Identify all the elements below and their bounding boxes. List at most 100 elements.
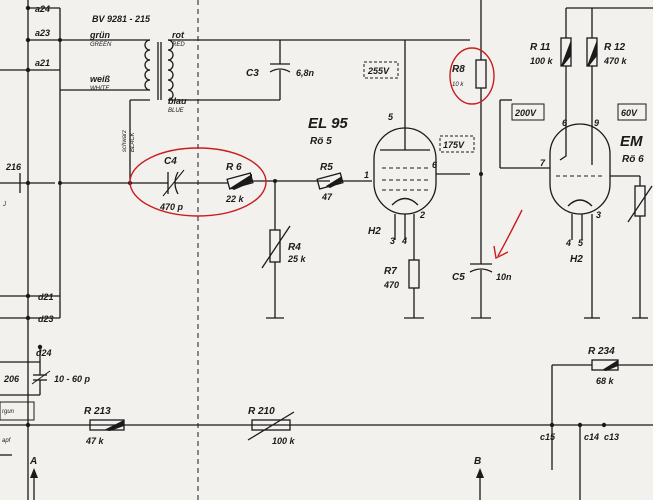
r4-ref: R4 [288,242,301,253]
edge-fragment-rgun: rgun [2,409,15,415]
r11-value: 100 k [530,56,554,66]
voltage-60v: 60V [621,108,638,118]
wire-white-de: weiß [90,74,111,84]
annotation-ellipse-c4-r6 [129,147,267,217]
point-a-label: A [29,456,37,467]
r7-ref: R7 [384,266,397,277]
r12-value: 470 k [603,56,628,66]
potentiometer-r210: R 210 100 k [247,406,296,446]
edge-fragment-apf: apf [2,438,12,444]
point-b-label: B [474,456,481,467]
terminal-c15: c15 [540,432,556,442]
el95-pin-1: 1 [364,170,369,180]
el95-heater: H2 [368,226,381,237]
terminal-a23: a23 [35,28,50,38]
transformer-title: BV 9281 - 215 [92,14,151,24]
terminal-c13: c13 [604,432,619,442]
voltage-255v: 255V [367,66,390,76]
voltage-box-60v [617,103,647,121]
terminal-d23: d23 [38,314,54,324]
c4-value: 470 p [159,202,184,212]
em-pin-5: 5 [578,238,584,248]
tube-em: EM Rö 6 6 9 7 3 4 5 H2 [499,99,644,318]
wire-green-de: grün [89,30,110,40]
terminal-block-left: a24 a23 a21 216 J d21 d23 d24 [0,4,150,456]
resistor-r11: R 11 100 k [530,7,653,108]
c3-ref: C3 [246,68,259,79]
r213-ref: R 213 [84,406,111,417]
voltage-box-200v [511,103,545,121]
terminal-216: 216 [5,162,22,172]
em-pin-6: 6 [562,118,568,128]
em-heater: H2 [570,254,583,265]
terminal-d24: d24 [36,348,52,358]
annotation-ellipse-r8 [449,47,495,105]
r234-value: 68 k [596,376,615,386]
resistor-r213: R 213 47 k [84,406,125,446]
el95-pin-5: 5 [388,112,394,122]
r213-value: 47 k [85,436,105,446]
capacitor-c206-ref: 206 [3,374,20,384]
tube-el95: EL 95 Rö 5 5 6 1 2 3 4 H2 [308,40,470,260]
annotation-arrow-head [493,245,509,260]
c5-ref: C5 [452,272,465,283]
el95-ref: Rö 5 [310,136,332,147]
voltage-box-175v [439,135,475,153]
resistor-r6: R 6 22 k [225,162,330,204]
el95-name: EL 95 [308,115,348,132]
em-pin-3: 3 [596,210,601,220]
em-pin-7: 7 [540,158,546,168]
edge-fragment-j: J [2,202,7,208]
resistor-r234: R 234 68 k [551,346,653,470]
r4-value: 25 k [287,254,307,264]
r6-value: 22 k [225,194,245,204]
voltage-175v: 175V [443,140,465,150]
capacitor-c5: C5 10n [452,172,512,319]
wire-black-de: schwarz [122,130,128,152]
terminal-a21: a21 [35,58,50,68]
potentiometer-r4: R4 25 k [261,179,307,319]
resistor-r5: R5 47 [316,162,372,202]
em-envelope [549,123,611,215]
wire-white-en: WHITE [90,86,110,92]
transformer: BV 9281 - 215 grün GREEN weiß WHITE rot … [89,14,470,183]
el95-pin-3: 3 [390,236,395,246]
em-pin-9: 9 [594,118,599,128]
r210-ref: R 210 [248,406,275,417]
terminal-c14: c14 [584,432,599,442]
capacitor-c206-value: 10 - 60 p [54,374,91,384]
r5-value: 47 [321,192,333,202]
el95-pin-6: 6 [432,160,438,170]
r234-ref: R 234 [588,346,615,357]
c5-value: 10n [496,272,512,282]
r210-value: 100 k [272,436,296,446]
r12-ref: R 12 [604,42,626,53]
r7-value: 470 [383,280,399,290]
primary-coil [144,39,151,91]
r5-ref: R5 [320,162,333,173]
voltage-200v: 200V [514,108,537,118]
c3-value: 6,8n [296,68,315,78]
resistor-r12: R 12 470 k [586,8,628,108]
r11-ref: R 11 [530,42,551,53]
wire-blue-de: blau [168,96,187,106]
wire-green-en: GREEN [90,42,112,48]
r8-value: 10 k [452,82,464,88]
wire-red-en: RED [172,42,185,48]
wire-black-en: BLACK [130,131,136,152]
secondary-coil [167,39,174,101]
em-ref: Rö 6 [622,154,644,165]
capacitor-c4: C4 470 p [159,156,228,212]
capacitor-c3: C3 6,8n [246,40,315,100]
annotation-arrow [497,209,523,257]
el95-pin-2: 2 [419,210,425,220]
r8-ref: R8 [452,64,465,75]
voltage-box-255v [363,61,399,79]
em-pin-4: 4 [565,238,571,248]
c4-ref: C4 [164,156,177,167]
resistor-r7: R7 470 [383,259,424,319]
terminal-d21: d21 [38,292,54,302]
wire-red-de: rot [172,30,185,40]
